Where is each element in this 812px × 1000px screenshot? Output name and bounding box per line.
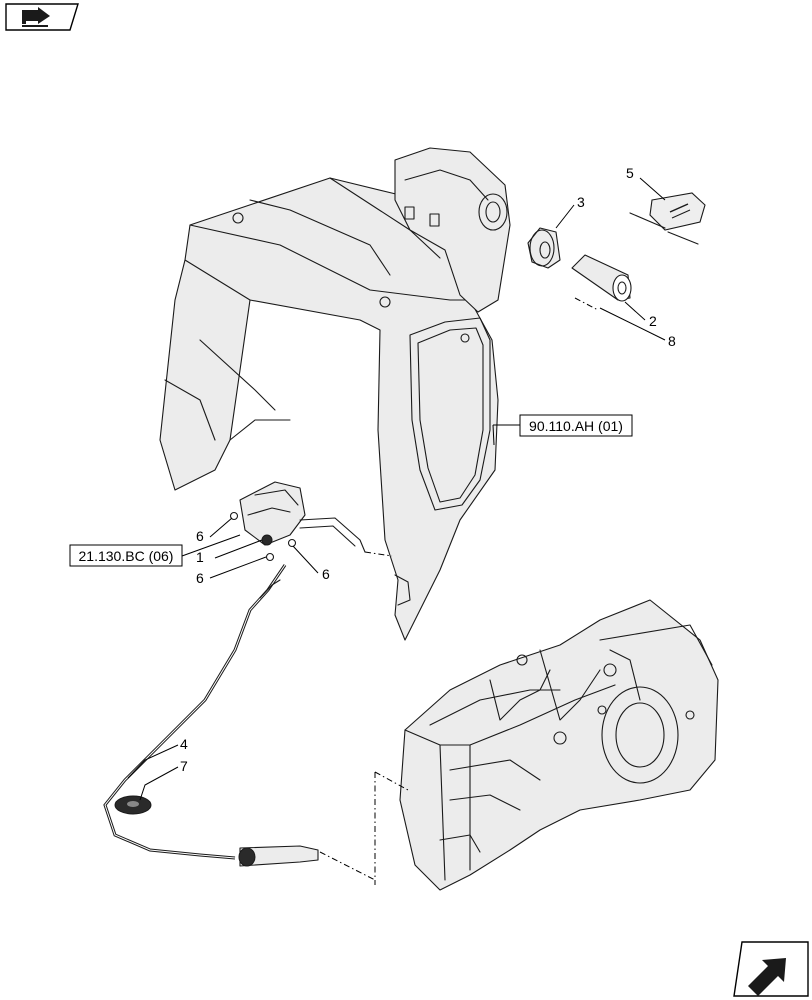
callout-6-lower: 6 bbox=[196, 570, 204, 586]
retaining-pin bbox=[574, 297, 599, 311]
next-page-icon[interactable] bbox=[733, 941, 809, 997]
callout-4: 4 bbox=[180, 736, 188, 752]
callout-6-upper: 6 bbox=[196, 528, 204, 544]
reference-console-label: 90.110.AH (01) bbox=[529, 418, 623, 434]
shift-pattern-decal bbox=[629, 192, 706, 245]
shift-knob bbox=[571, 254, 632, 302]
callout-3: 3 bbox=[577, 194, 585, 210]
reference-lever-label: 21.130.BC (06) bbox=[79, 548, 174, 564]
callout-1: 1 bbox=[196, 549, 204, 565]
shift-cable bbox=[103, 564, 376, 881]
dust-boot bbox=[527, 227, 561, 269]
shift-lever-assembly bbox=[229, 481, 393, 562]
callout-2: 2 bbox=[649, 313, 657, 329]
previous-page-icon[interactable] bbox=[5, 3, 79, 31]
reference-lever[interactable]: 21.130.BC (06) bbox=[69, 544, 183, 567]
transmission-housing bbox=[374, 599, 719, 891]
callout-6-right: 6 bbox=[322, 566, 330, 582]
callout-8: 8 bbox=[668, 333, 676, 349]
leader-lines bbox=[127, 177, 666, 801]
cab-console-shell bbox=[159, 147, 511, 641]
callout-7: 7 bbox=[180, 758, 188, 774]
cable-grommet bbox=[114, 795, 152, 815]
reference-console[interactable]: 90.110.AH (01) bbox=[519, 414, 633, 437]
callout-5: 5 bbox=[626, 165, 634, 181]
